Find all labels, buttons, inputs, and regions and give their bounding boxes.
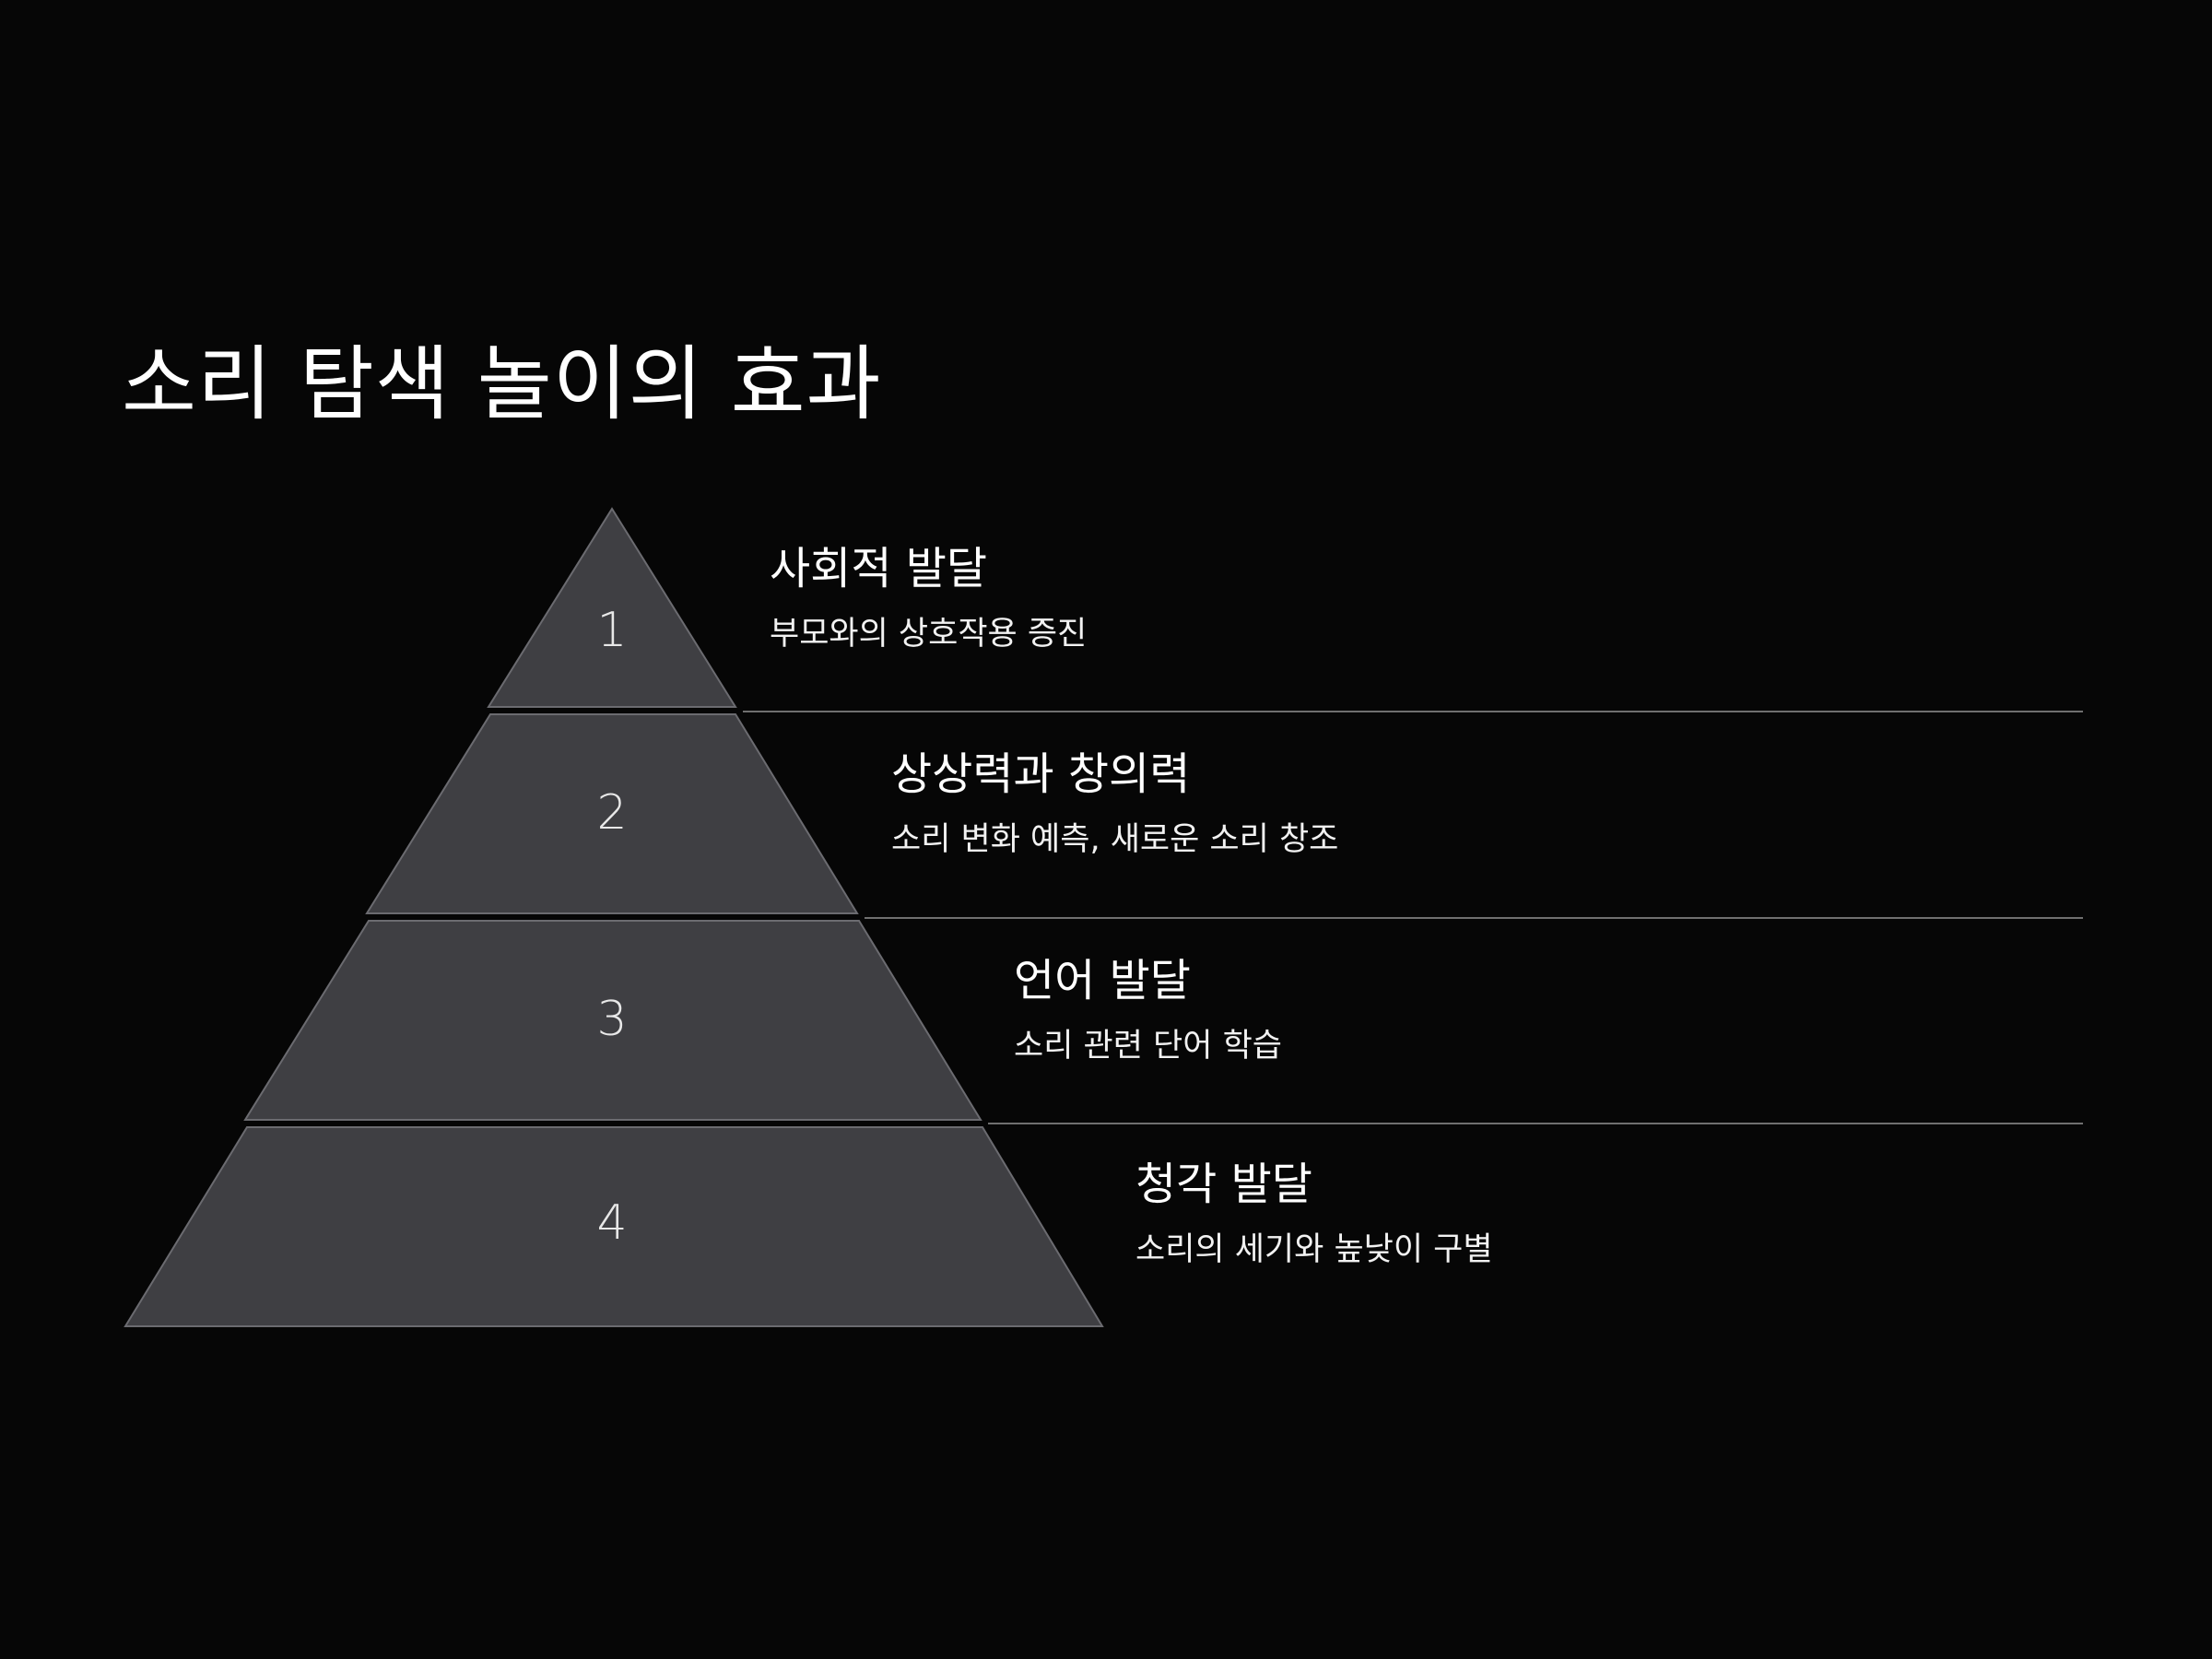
level-number-2: 2 [596, 785, 627, 841]
level-4-heading: 청각 발달 [1135, 1159, 1312, 1210]
level-2-description: 소리 변화 예측, 새로운 소리 창조 [891, 821, 1339, 858]
page-title: 소리 탐색 놀이의 효과 [122, 336, 882, 431]
pyramid-level-3: 3 [243, 920, 982, 1121]
level-3-text: 언어 발달 소리 관련 단어 학습 [1014, 953, 1282, 1067]
level-number-4: 4 [596, 1195, 627, 1251]
pyramid-segment-3 [243, 920, 982, 1121]
pyramid-segment-2 [365, 713, 859, 914]
pyramid-level-4: 4 [124, 1126, 1104, 1327]
level-number-3: 3 [596, 992, 627, 1047]
pyramid-level-2: 2 [365, 713, 859, 914]
level-2-text: 상상력과 창의력 소리 변화 예측, 새로운 소리 창조 [891, 747, 1338, 861]
pyramid-segment-4 [124, 1126, 1104, 1327]
level-1-description: 부모와의 상호작용 증진 [770, 616, 1088, 653]
level-1-text: 사회적 발달 부모와의 상호작용 증진 [770, 541, 1087, 655]
level-3-description: 소리 관련 단어 학습 [1014, 1028, 1282, 1065]
level-4-description: 소리의 세기와 높낮이 구별 [1135, 1231, 1493, 1268]
level-3-heading: 언어 발달 [1014, 955, 1191, 1006]
level-1-heading: 사회적 발달 [770, 543, 988, 594]
pyramid-level-1: 1 [487, 507, 737, 708]
pyramid-segment-1 [487, 507, 737, 708]
level-2-heading: 상상력과 창의력 [891, 748, 1191, 800]
level-4-text: 청각 발달 소리의 세기와 높낮이 구별 [1135, 1157, 1493, 1271]
level-number-1: 1 [596, 603, 627, 658]
